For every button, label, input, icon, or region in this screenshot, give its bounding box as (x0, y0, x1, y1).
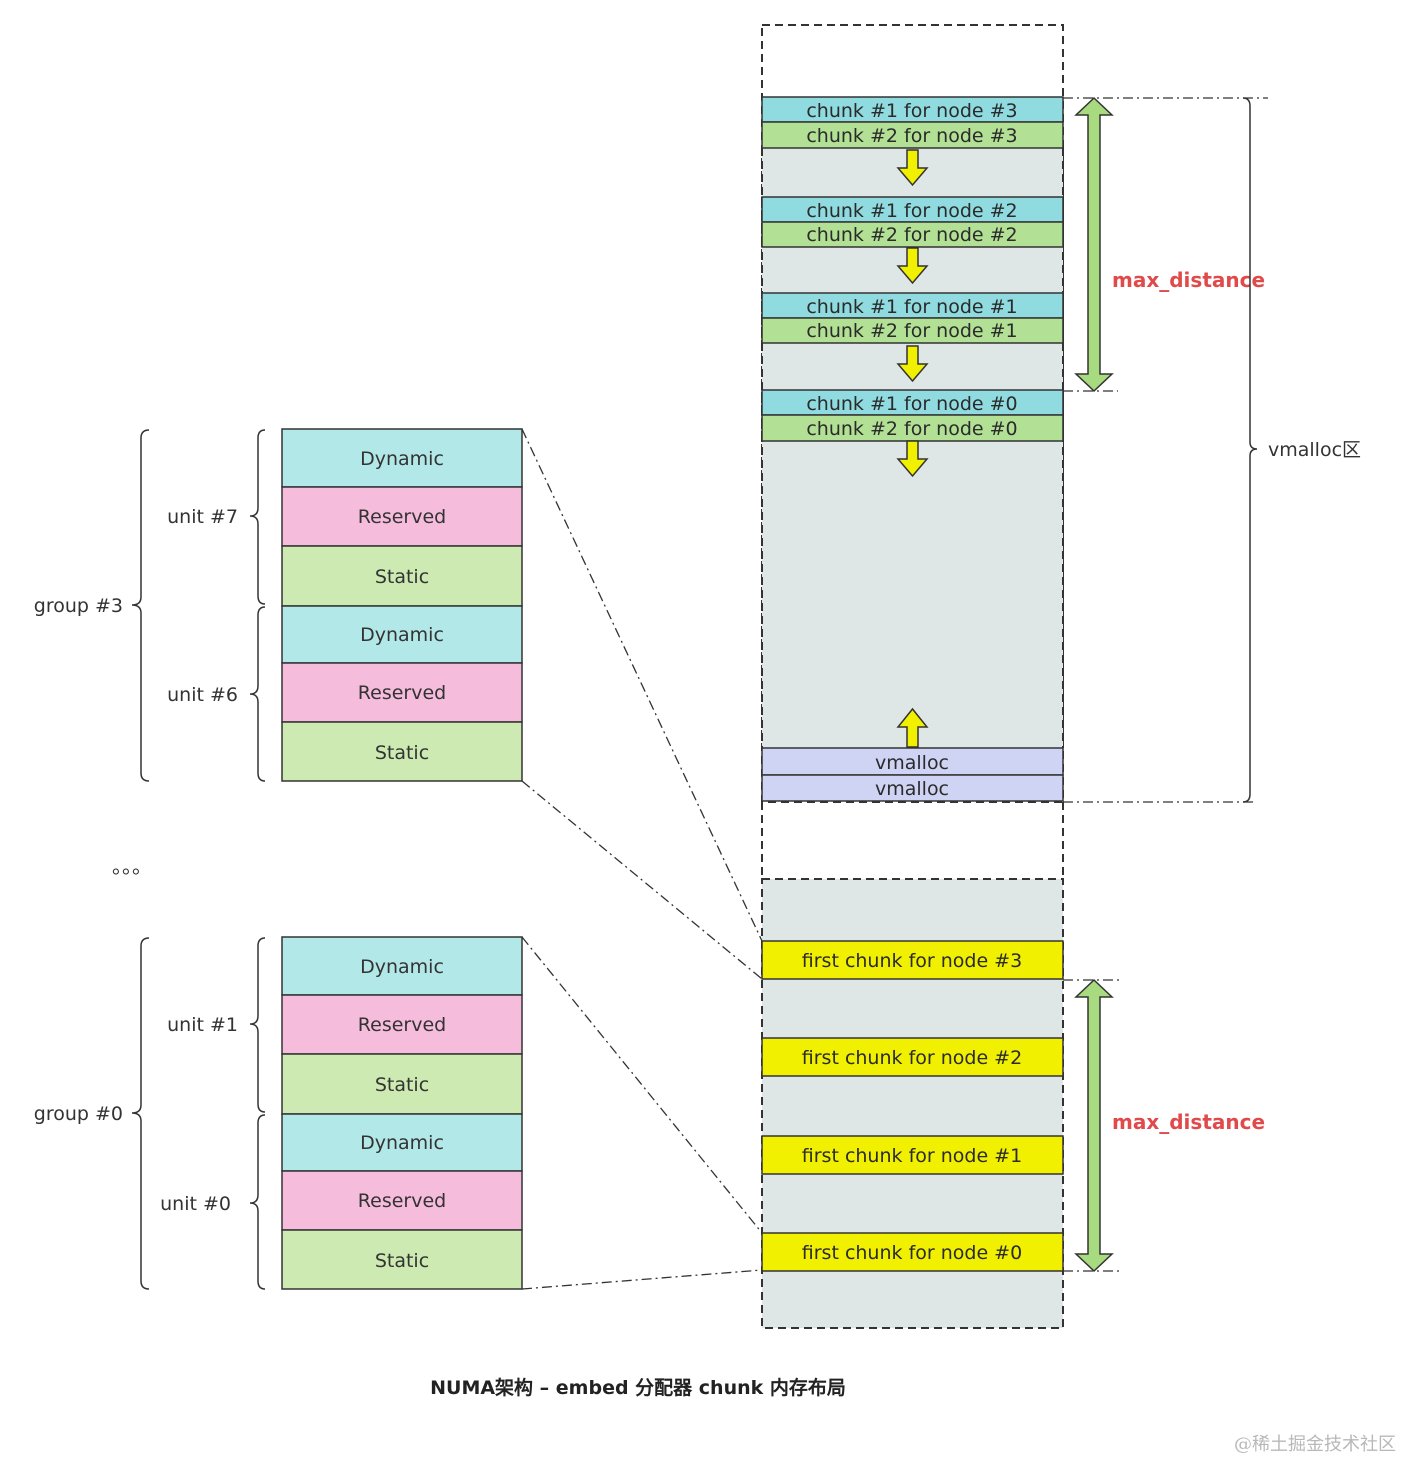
first-chunk-block (761, 1037, 1064, 1077)
static-cell (281, 721, 523, 782)
cell-label: Dynamic (360, 1132, 444, 1154)
chunk-pair-node-1: chunk #1 for node #1 chunk #2 for node #… (761, 292, 1064, 344)
ellipsis: 。。。 (112, 854, 152, 878)
first-chunk-block (761, 1135, 1064, 1175)
unit-label: unit #1 (167, 1014, 238, 1036)
unit-label: unit #6 (167, 684, 238, 706)
cell-label: Reserved (358, 682, 446, 704)
unit-brace (249, 429, 266, 605)
vmalloc-label: vmalloc (875, 778, 949, 800)
cell-label: Static (375, 566, 429, 588)
double-arrow-icon (1074, 978, 1114, 1273)
vmalloc-region-label: vmalloc区 (1268, 439, 1361, 461)
unit-brace (249, 937, 266, 1113)
chunk-pair-node-0: chunk #1 for node #0 chunk #2 for node #… (761, 389, 1064, 442)
diagram-caption: NUMA架构 – embed 分配器 chunk 内存布局 (430, 1376, 846, 1399)
chunk1-block (761, 96, 1064, 123)
static-cell (281, 545, 523, 607)
static-cell (281, 1229, 523, 1290)
mapping-lines (521, 428, 763, 1290)
first-chunk-label: first chunk for node #3 (802, 950, 1022, 972)
first-chunk-label: first chunk for node #0 (802, 1242, 1022, 1264)
first-chunk-node-3: first chunk for node #3 (761, 940, 1064, 980)
group-brace (131, 937, 150, 1290)
vmalloc-label: vmalloc (875, 752, 949, 774)
vmalloc-block (761, 747, 1064, 776)
dynamic-cell (281, 1113, 523, 1172)
chunk1-label: chunk #1 for node #2 (806, 200, 1017, 222)
cell-label: Static (375, 1250, 429, 1272)
chunk1-block (761, 389, 1064, 416)
chunk2-label: chunk #2 for node #1 (806, 320, 1017, 342)
cell-label: Dynamic (360, 956, 444, 978)
down-arrow-icon (896, 149, 929, 187)
unit-brace (249, 606, 266, 782)
chunk1-label: chunk #1 for node #3 (806, 100, 1017, 122)
chunk2-block (761, 221, 1064, 248)
chunk1-label: chunk #1 for node #1 (806, 296, 1017, 318)
chunk2-block (761, 121, 1064, 149)
cell-label: Reserved (358, 1014, 446, 1036)
reserved-cell (281, 994, 523, 1055)
first-chunk-node-2: first chunk for node #2 (761, 1037, 1064, 1077)
first-chunk-block (761, 940, 1064, 980)
cell-label: Static (375, 742, 429, 764)
vmalloc-block (761, 774, 1064, 802)
dynamic-cell (281, 428, 523, 488)
first-chunk-node-1: first chunk for node #1 (761, 1135, 1064, 1175)
max-distance-label: max_distance (1112, 268, 1265, 292)
chunk1-label: chunk #1 for node #0 (806, 393, 1017, 415)
cell-label: Dynamic (360, 624, 444, 646)
vmalloc-brace (1242, 97, 1258, 803)
cell-label: Reserved (358, 1190, 446, 1212)
watermark: @稀土掘金技术社区 (1234, 1434, 1396, 1455)
chunk2-label: chunk #2 for node #3 (806, 125, 1017, 147)
group-3: Dynamic Reserved Static Dynamic Reserved… (34, 428, 523, 782)
dynamic-cell (281, 605, 523, 664)
first-chunk-label: first chunk for node #2 (802, 1047, 1022, 1069)
first-chunk-block (761, 1232, 1064, 1272)
max-distance-label: max_distance (1112, 1110, 1265, 1134)
reserved-cell (281, 1170, 523, 1231)
down-arrow-icon (896, 247, 929, 285)
chunk2-label: chunk #2 for node #2 (806, 224, 1017, 246)
group-0: Dynamic Reserved Static Dynamic Reserved… (34, 936, 523, 1290)
down-arrow-icon (896, 345, 929, 383)
unit-brace (249, 1114, 266, 1290)
chunk2-label: chunk #2 for node #0 (806, 418, 1017, 440)
down-arrow-icon (896, 440, 929, 478)
first-chunk-label: first chunk for node #1 (802, 1145, 1022, 1167)
chunk-pair-node-2: chunk #1 for node #2 chunk #2 for node #… (761, 196, 1064, 248)
cell-label: Reserved (358, 506, 446, 528)
chunk2-block (761, 414, 1064, 442)
group-brace (131, 429, 150, 782)
chunk1-block (761, 292, 1064, 319)
cell-label: Dynamic (360, 448, 444, 470)
up-arrow-icon (896, 707, 929, 748)
cell-label: Static (375, 1074, 429, 1096)
first-chunk-node-0: first chunk for node #0 (761, 1232, 1064, 1272)
reserved-cell (281, 662, 523, 723)
chunk-pair-node-3: chunk #1 for node #3 chunk #2 for node #… (761, 96, 1064, 149)
vmalloc-blocks: vmalloc vmalloc (761, 747, 1064, 802)
unit-label: unit #0 (160, 1193, 231, 1215)
group-label: group #0 (34, 1103, 123, 1125)
group-label: group #3 (34, 595, 123, 617)
double-arrow-icon (1074, 96, 1114, 393)
reserved-cell (281, 486, 523, 547)
chunk2-block (761, 317, 1064, 344)
dynamic-cell (281, 936, 523, 996)
unit-label: unit #7 (167, 506, 238, 528)
